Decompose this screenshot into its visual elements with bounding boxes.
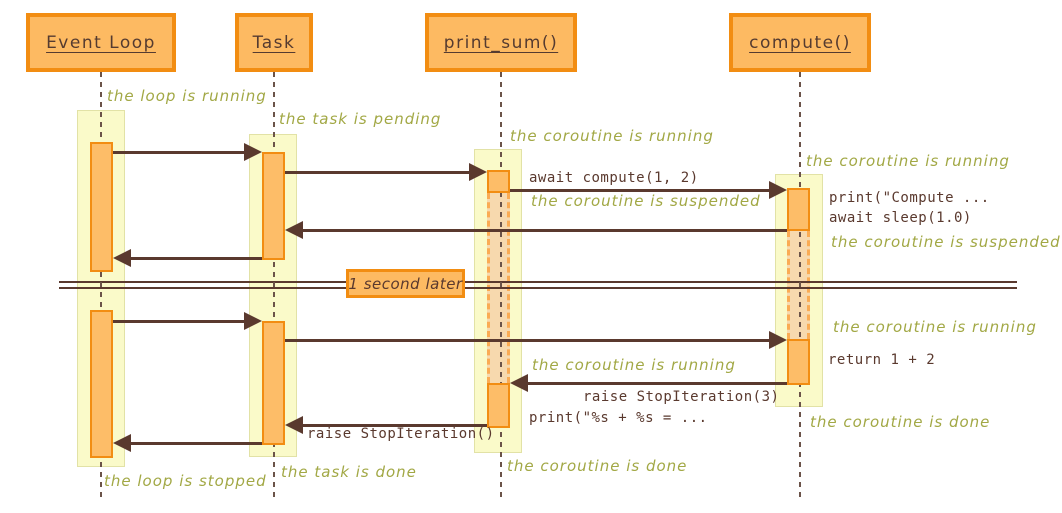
state-label: the coroutine is running	[806, 152, 1010, 170]
arrow-head-icon	[113, 249, 131, 267]
divider-line-bottom	[59, 287, 1017, 289]
execution-bar	[487, 170, 510, 193]
state-label: the coroutine is running	[833, 318, 1037, 336]
arrow-head-icon	[244, 143, 262, 161]
divider-line-top	[59, 281, 1017, 283]
state-label: the coroutine is suspended	[531, 192, 761, 210]
lifeline	[799, 72, 801, 498]
code-label: print("Compute ...	[829, 190, 990, 206]
execution-bar	[787, 339, 810, 385]
code-label: raise StopIteration(3)	[583, 389, 780, 405]
lifeline	[100, 72, 102, 498]
arrow-head-icon	[469, 163, 487, 181]
arrow-head-icon	[285, 221, 303, 239]
state-label: the coroutine is running	[510, 127, 714, 145]
execution-bar	[90, 142, 113, 272]
arrow-head-icon	[769, 331, 787, 349]
state-label: the loop is running	[107, 87, 267, 105]
state-label: the task is pending	[279, 110, 442, 128]
code-label: return 1 + 2	[828, 352, 936, 368]
participant-label: Event Loop	[46, 32, 156, 53]
arrow-head-icon	[510, 374, 528, 392]
arrow-head-icon	[769, 181, 787, 199]
divider-label-box: 1 second later	[346, 269, 465, 298]
message-arrow-line	[128, 256, 262, 260]
state-label: the coroutine is running	[532, 356, 736, 374]
state-label: the task is done	[281, 463, 417, 481]
state-label: the coroutine is done	[810, 413, 991, 431]
execution-bar	[262, 152, 285, 260]
state-label: the coroutine is done	[507, 457, 688, 475]
message-arrow-line	[525, 381, 787, 385]
message-arrow-line	[113, 319, 247, 323]
participant-label: Task	[252, 32, 296, 53]
divider-label: 1 second later	[348, 274, 463, 293]
suspended-bar	[787, 231, 810, 339]
participant-header-2: Task	[235, 13, 313, 72]
arrow-head-icon	[113, 434, 131, 452]
code-label: await compute(1, 2)	[529, 170, 699, 186]
message-arrow-line	[285, 338, 772, 342]
state-label: the loop is stopped	[104, 472, 267, 490]
message-arrow-line	[113, 150, 247, 154]
message-arrow-line	[300, 423, 487, 427]
code-label: await sleep(1.0)	[829, 210, 972, 226]
message-arrow-line	[128, 441, 262, 445]
participant-header-3: print_sum()	[425, 13, 577, 72]
state-label: the coroutine is suspended	[831, 233, 1061, 251]
lifeline	[273, 72, 275, 498]
lifeline	[500, 72, 502, 498]
participant-header-1: Event Loop	[26, 13, 176, 72]
message-arrow-line	[300, 228, 787, 232]
execution-bar	[487, 383, 510, 428]
message-arrow-line	[510, 188, 772, 192]
arrow-head-icon	[244, 312, 262, 330]
arrow-head-icon	[285, 416, 303, 434]
message-arrow-line	[285, 170, 472, 174]
execution-bar	[787, 188, 810, 231]
execution-bar	[90, 310, 113, 458]
participant-header-4: compute()	[729, 13, 871, 72]
code-label: print("%s + %s = ...	[529, 410, 708, 426]
code-label: raise StopIteration()	[307, 426, 495, 442]
execution-bar	[262, 321, 285, 445]
participant-label: print_sum()	[443, 32, 559, 53]
participant-label: compute()	[749, 32, 851, 53]
